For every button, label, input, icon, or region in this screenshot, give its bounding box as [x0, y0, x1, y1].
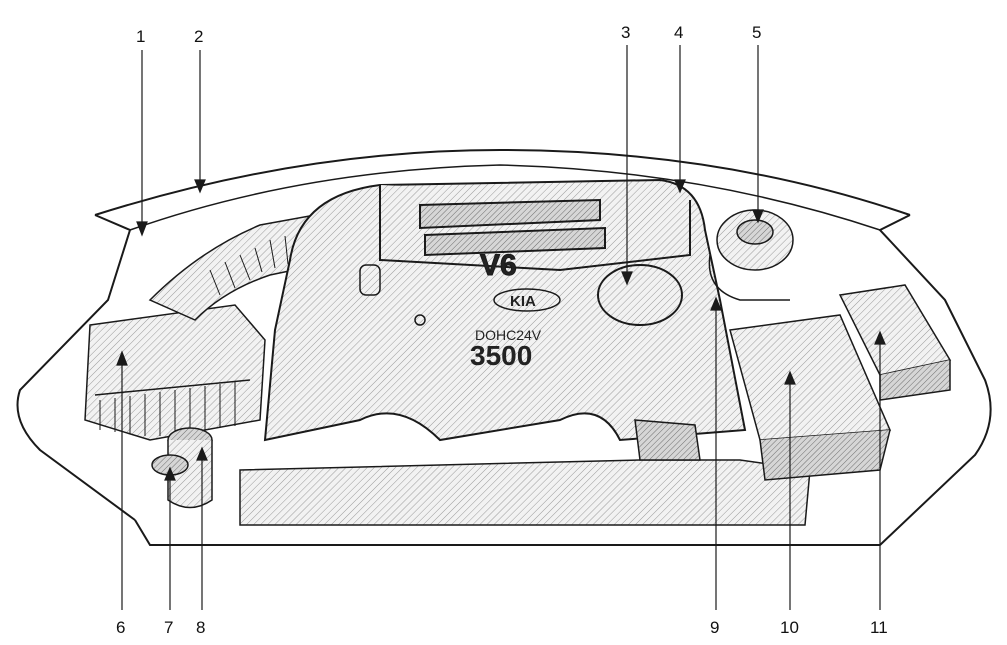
radiator-support	[239, 419, 811, 526]
callout-4: 4	[674, 23, 683, 42]
battery	[729, 314, 892, 481]
callout-5: 5	[752, 23, 761, 42]
callout-9: 9	[710, 618, 719, 637]
callout-2: 2	[194, 27, 203, 46]
engine-model-label: V6	[480, 249, 517, 282]
engine-cover	[263, 178, 747, 442]
reservoir-cap-left	[151, 427, 213, 509]
callout-6: 6	[116, 618, 125, 637]
brand-logo-text: KIA	[510, 293, 536, 310]
callout-1: 1	[136, 27, 145, 46]
callout-3: 3	[621, 23, 630, 42]
callout-11: 11	[870, 618, 888, 637]
engine-type-label: DOHC24V	[475, 327, 542, 343]
brake-fluid-reservoir	[708, 209, 794, 301]
callout-8: 8	[196, 618, 205, 637]
air-cleaner	[84, 304, 266, 441]
callout-7: 7	[164, 618, 173, 637]
leader-lines	[116, 45, 886, 610]
fuse-box	[838, 284, 952, 401]
vehicle-body	[16, 148, 992, 546]
callout-10: 10	[780, 618, 799, 637]
displacement-label: 3500	[470, 340, 532, 371]
